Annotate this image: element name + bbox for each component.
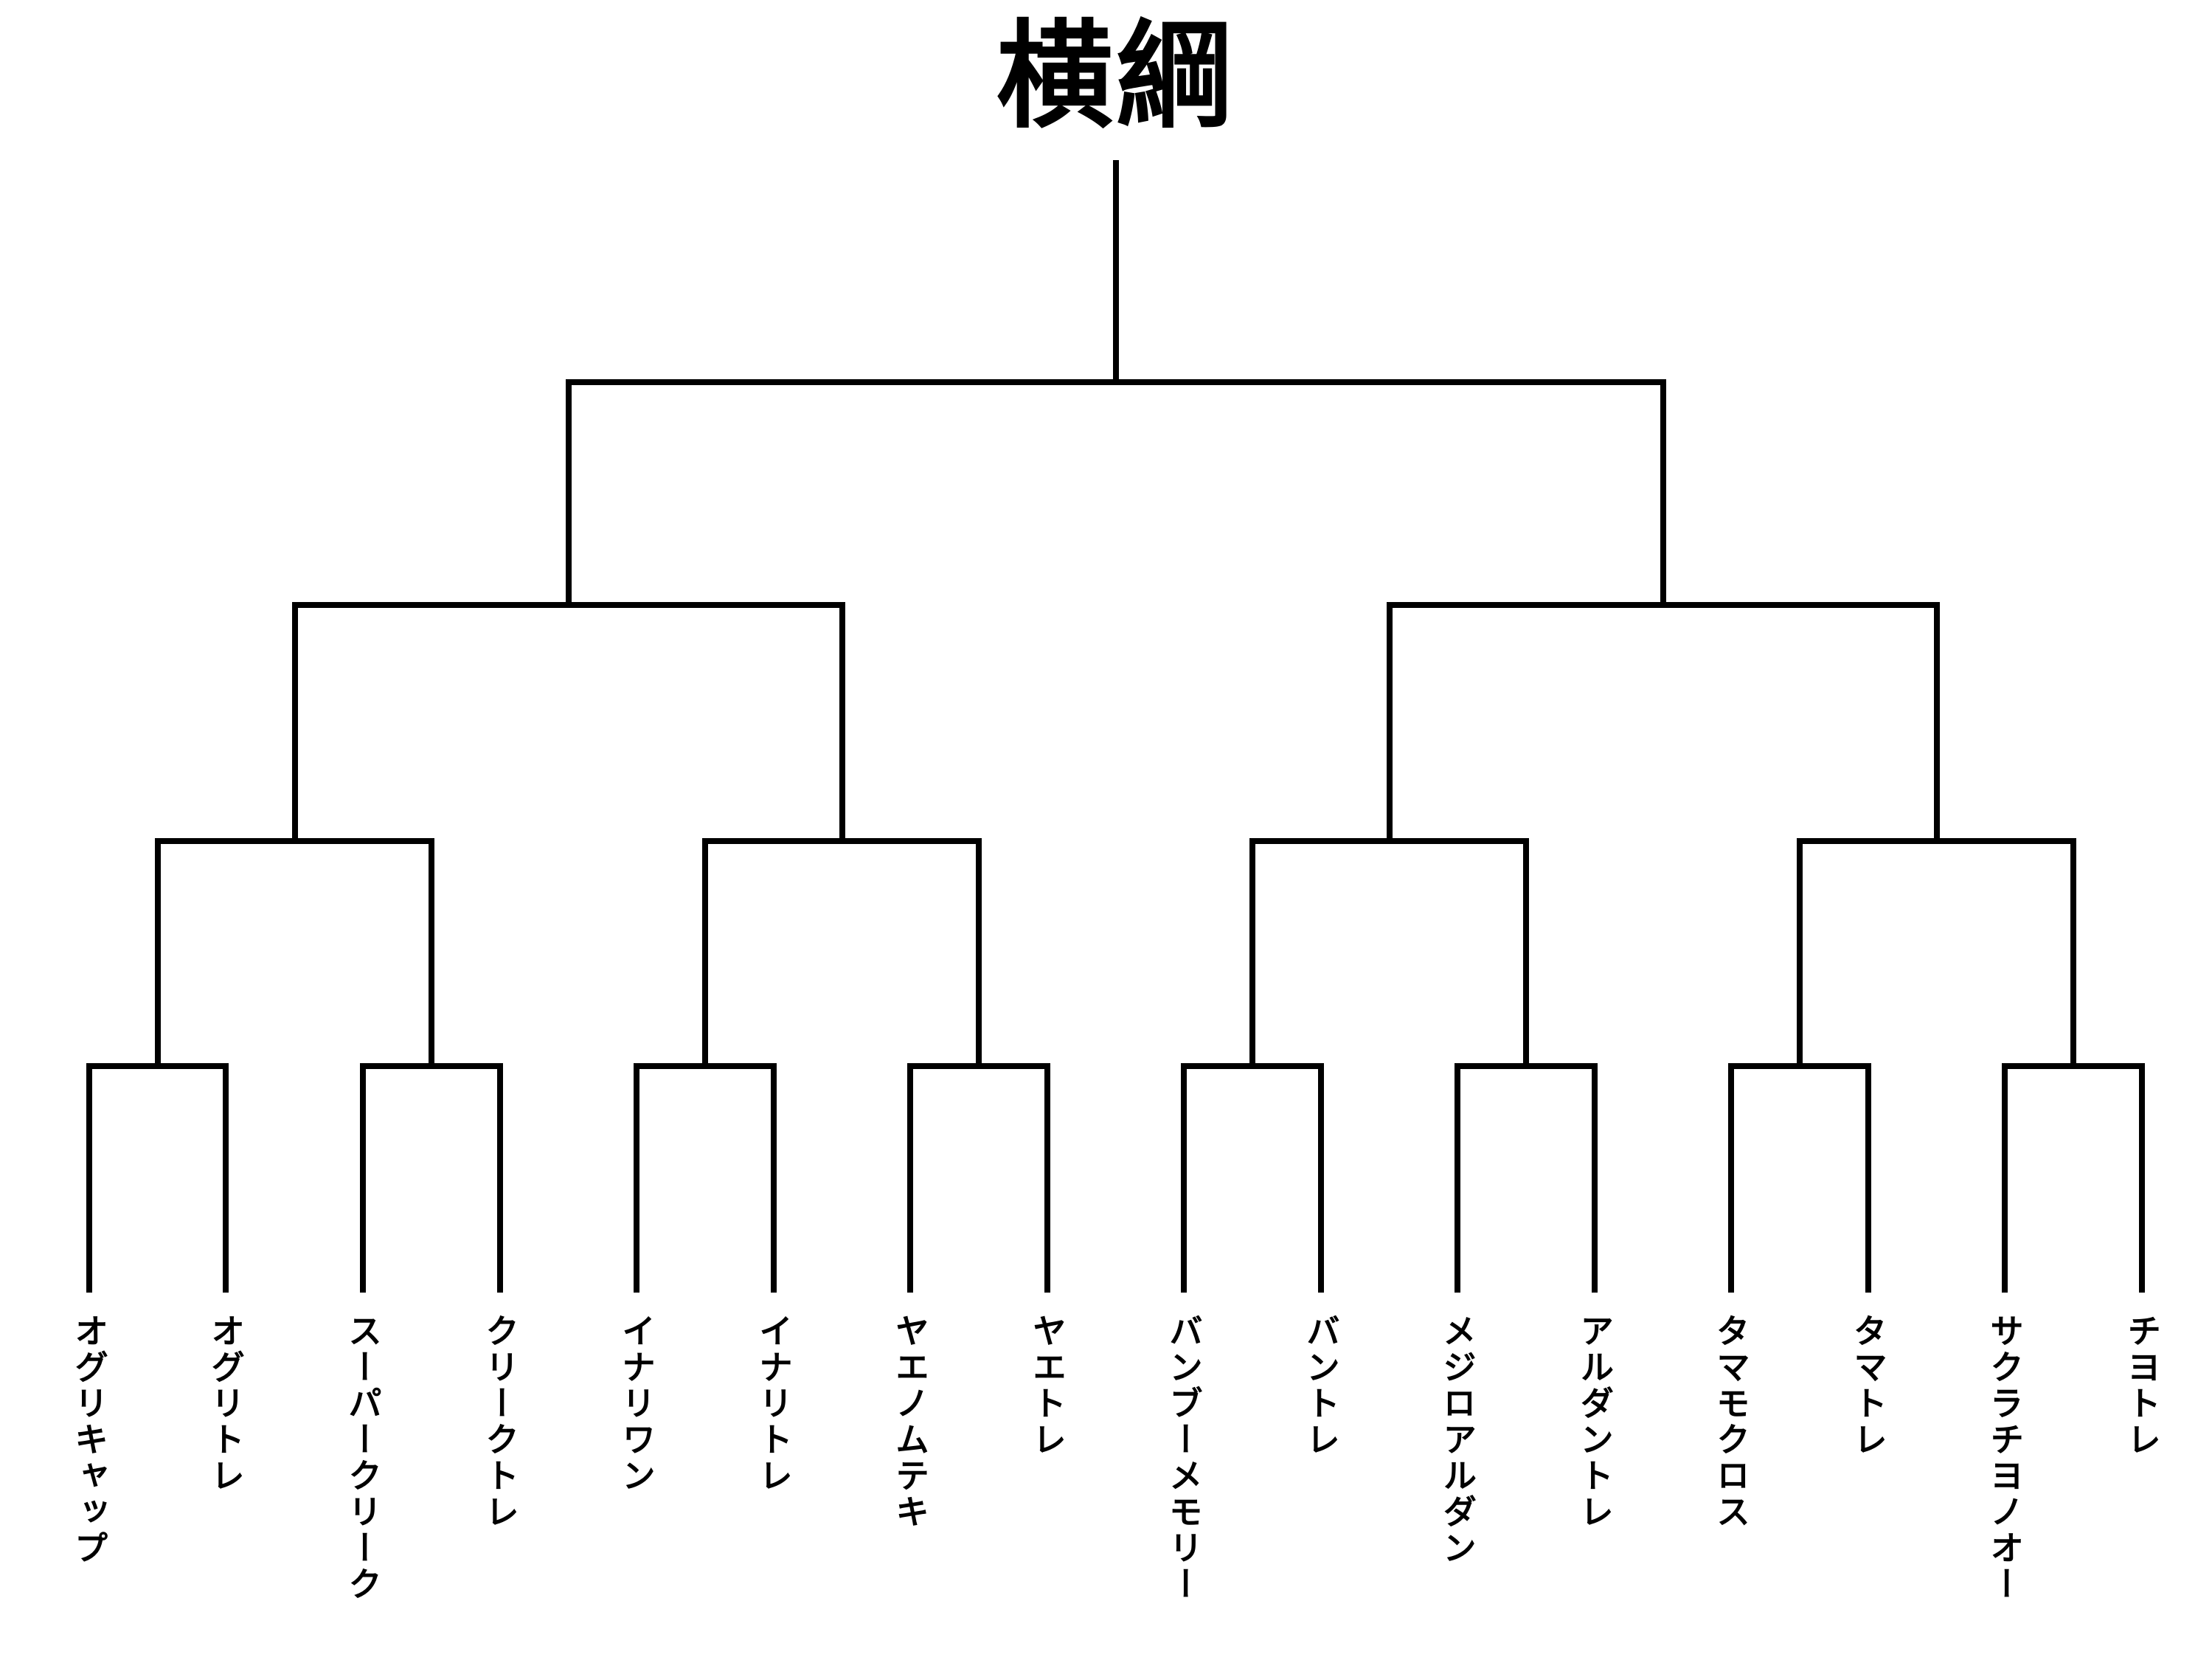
entrant-name-7: ヤエノムテキ: [890, 1313, 930, 1530]
entrant-name-5: イナリワン: [617, 1313, 656, 1494]
entrant-name-12: アルダントレ: [1575, 1313, 1615, 1530]
entrant-name-4: クリークトレ: [480, 1313, 520, 1530]
entrant-name-16: チヨトレ: [2122, 1313, 2162, 1458]
entrant-name-15: サクラチヨノオー: [1985, 1313, 2025, 1602]
entrant-name-3: スーパークリーク: [343, 1313, 383, 1602]
entrant-name-13: タマモクロス: [1711, 1313, 1751, 1530]
entrant-name-8: ヤエトレ: [1027, 1313, 1067, 1458]
entrant-name-1: オグリキャップ: [69, 1313, 109, 1566]
entrant-name-2: オグリトレ: [206, 1313, 246, 1494]
page-title: 横綱: [996, 9, 1235, 145]
entrant-name-6: イナリトレ: [754, 1313, 794, 1494]
entrant-name-9: バンブーメモリー: [1164, 1313, 1204, 1602]
entrant-name-11: メジロアルダン: [1438, 1313, 1477, 1566]
entrant-name-10: バントレ: [1301, 1313, 1341, 1458]
entrant-name-14: タマトレ: [1848, 1313, 1888, 1458]
